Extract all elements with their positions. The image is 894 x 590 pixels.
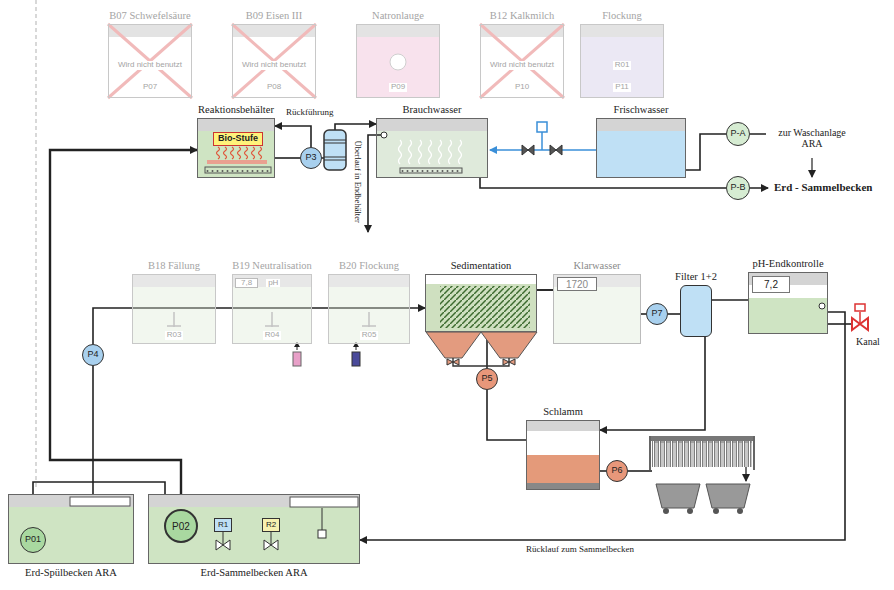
node-text: 7,2 bbox=[764, 279, 778, 290]
treatment-tank: B20 FlockungR05 bbox=[328, 274, 410, 344]
annotation-label: zur Waschanlage ARA bbox=[770, 127, 854, 149]
dosing-tank: FlockungR01P11 bbox=[580, 24, 664, 98]
clear-water-tank: Klarwasser1720 bbox=[553, 274, 641, 344]
node-text: Wird nicht benutzt bbox=[488, 61, 556, 70]
node-text: P10 bbox=[513, 83, 531, 92]
sludge-tank: Schlamm bbox=[526, 420, 600, 490]
valve-tag: R1 bbox=[214, 518, 232, 532]
annotation-label: Erd - Sammelbecken bbox=[774, 181, 872, 193]
tank-title: Sedimentation bbox=[451, 260, 512, 272]
dosing-tank: B09 Eisen IIIWird nicht benutztP08 bbox=[232, 24, 316, 98]
node-text: P7 bbox=[651, 309, 662, 319]
tank-title: B18 Fällung bbox=[148, 260, 200, 272]
node-text: pH bbox=[266, 279, 280, 288]
node-text: Wird nicht benutzt bbox=[116, 61, 184, 70]
pipe-connector bbox=[360, 312, 845, 540]
pump-circle: P02 bbox=[164, 509, 198, 543]
annotation-label: Kanal bbox=[856, 336, 880, 347]
tank-title: B07 Schwefelsäure bbox=[109, 10, 190, 22]
node-text: R01 bbox=[613, 61, 632, 70]
sedimentation-tank: Sedimentation bbox=[425, 274, 537, 332]
node-text: P01 bbox=[25, 535, 41, 545]
pipe-connector bbox=[275, 126, 311, 147]
node-text: Wird nicht benutzt bbox=[240, 61, 308, 70]
node-text: R2 bbox=[266, 521, 276, 530]
pump-circle: P6 bbox=[606, 460, 628, 482]
water-tank: Brauchwasser bbox=[376, 118, 488, 178]
node-text: P4 bbox=[87, 350, 98, 360]
tank-title: B12 Kalkmilch bbox=[490, 10, 554, 22]
pipe-connector bbox=[712, 299, 748, 301]
tank-title: Flockung bbox=[602, 10, 642, 22]
node-text: P07 bbox=[141, 83, 159, 92]
node-text: P-B bbox=[730, 183, 745, 193]
reaction-tank: ReaktionsbehälterBio-Stufe bbox=[197, 118, 275, 178]
node-text: R04 bbox=[263, 331, 282, 340]
tank-title: Brauchwasser bbox=[403, 104, 462, 116]
ph-display: 7,8 pH bbox=[235, 277, 295, 292]
node-text: Bio-Stufe bbox=[218, 134, 258, 144]
pump-circle: P01 bbox=[20, 527, 46, 553]
pump-circle: P3 bbox=[300, 147, 322, 169]
tank-title: Schlamm bbox=[543, 406, 583, 418]
level-display: 1720 bbox=[557, 277, 597, 291]
treatment-tank: B19 NeutralisationR047,8pH bbox=[232, 274, 312, 344]
tank-title: Erd-Sammelbecken ARA bbox=[200, 567, 307, 579]
valve-tag: R2 bbox=[262, 518, 280, 532]
filter-vessel: Filter 1+2 bbox=[680, 285, 712, 337]
node-text: P08 bbox=[265, 83, 283, 92]
treatment-tank: B18 FällungR03 bbox=[132, 274, 216, 344]
tank-title: Reaktionsbehälter bbox=[198, 104, 274, 116]
pump-circle: P-A bbox=[726, 122, 750, 146]
node-text: P02 bbox=[172, 521, 190, 532]
tank-title: Frischwasser bbox=[614, 104, 669, 116]
pump-circle: P-B bbox=[726, 176, 750, 200]
tank-title: B19 Neutralisation bbox=[232, 260, 312, 272]
pipe-connector bbox=[92, 366, 94, 494]
annotation-label: Überlauf in Endbehälter bbox=[352, 141, 361, 223]
node-text: P3 bbox=[305, 153, 316, 163]
pipe-label: Rücklauf zum Sammelbecken bbox=[524, 545, 636, 555]
pump-circle: P4 bbox=[82, 344, 104, 366]
pipe-connector bbox=[686, 134, 726, 170]
node-text: R03 bbox=[165, 331, 184, 340]
dosing-tank: NatronlaugeP09 bbox=[356, 24, 440, 98]
pipe-label: Rückführung bbox=[284, 108, 336, 118]
pipe-connector bbox=[537, 289, 553, 291]
node-text: 1720 bbox=[566, 279, 588, 290]
pipe-connector bbox=[487, 390, 526, 440]
tank-title: B09 Eisen III bbox=[246, 10, 303, 22]
node-text: P11 bbox=[613, 83, 631, 92]
pump-circle: P7 bbox=[646, 303, 668, 325]
tank-title: pH-Endkontrolle bbox=[752, 258, 823, 270]
node-text: R05 bbox=[360, 331, 379, 340]
pump-circle: P5 bbox=[476, 368, 498, 390]
ph-display: 7,2 bbox=[752, 276, 790, 293]
tank-title: B20 Flockung bbox=[339, 260, 399, 272]
node-text: 7,8 bbox=[235, 278, 258, 289]
dosing-tank: B07 SchwefelsäureWird nicht benutztP07 bbox=[108, 24, 192, 98]
node-text: P6 bbox=[611, 466, 622, 476]
node-text: P5 bbox=[481, 374, 492, 384]
tank-title: Natronlauge bbox=[372, 10, 424, 22]
pipe-connector bbox=[668, 313, 680, 315]
ph-control-tank: pH-Endkontrolle7,2 bbox=[748, 272, 828, 334]
bio-stage: Bio-Stufe bbox=[213, 132, 263, 146]
pipe-connector bbox=[480, 178, 726, 188]
dosing-tank: B12 KalkmilchWird nicht benutztP10 bbox=[480, 24, 564, 98]
water-tank: Frischwasser bbox=[596, 118, 686, 178]
pipe-connector bbox=[275, 157, 300, 159]
ground-basin: Erd-Spülbecken ARAP01 bbox=[8, 494, 134, 564]
pipe-connector bbox=[600, 337, 705, 430]
node-text: P-A bbox=[730, 129, 745, 139]
tank-title: Klarwasser bbox=[573, 260, 620, 272]
ground-basin: Erd-Sammelbecken ARAP02R1R2 bbox=[148, 494, 360, 564]
tank-title: Erd-Spülbecken ARA bbox=[25, 567, 117, 579]
node-text: R1 bbox=[218, 521, 228, 530]
tank-title: Filter 1+2 bbox=[675, 271, 717, 283]
node-text: P09 bbox=[389, 83, 407, 92]
